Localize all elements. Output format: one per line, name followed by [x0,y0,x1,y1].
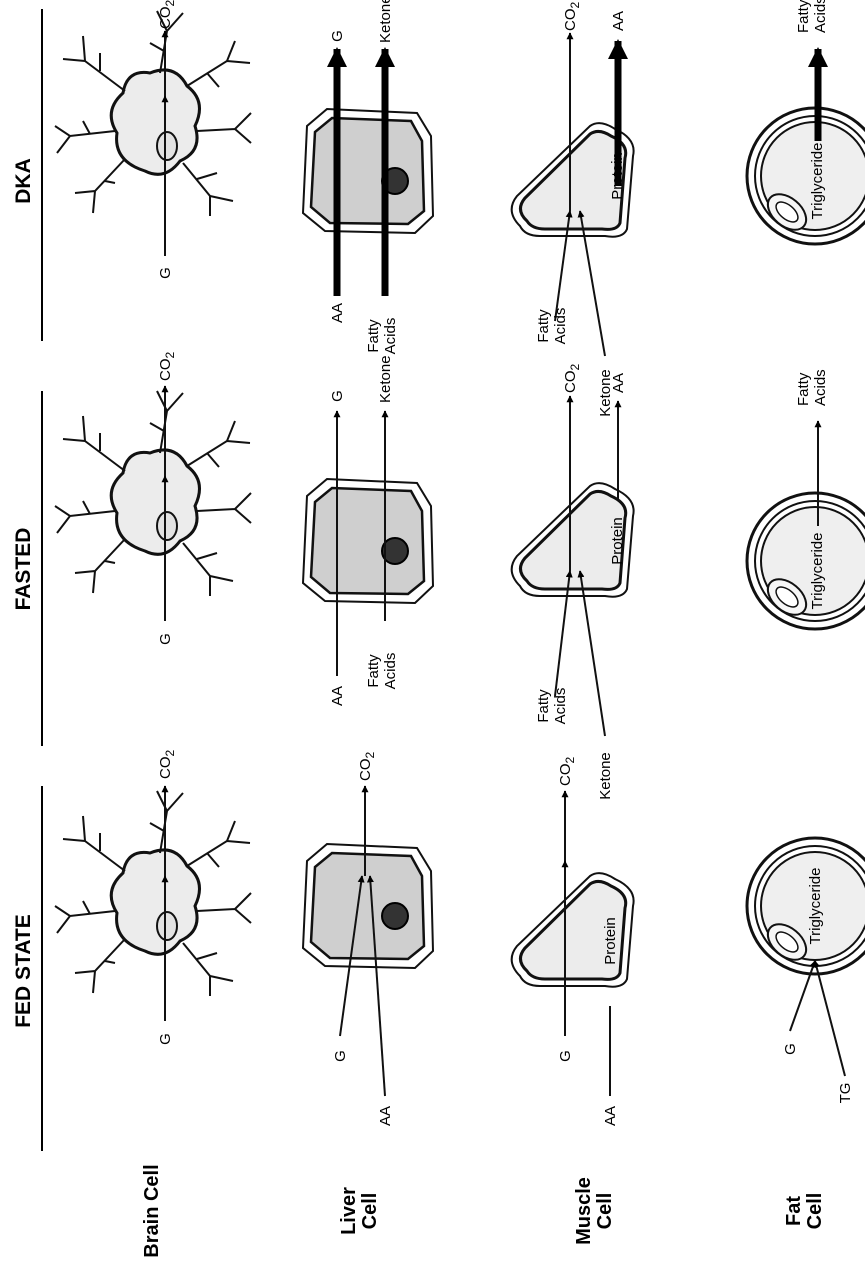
muscle-cell-fasted: Fatty Acids Ketone Protein CO2 AA [512,364,634,800]
muscle-cell-dka: Fatty Acids Ketone Protein CO2 AA [512,2,634,417]
brain-cell-fasted: G CO2 [55,352,251,645]
label-fatty: Fatty [365,319,382,353]
label-acids: Acids [812,0,829,33]
label-aa: AA [602,1106,619,1126]
liver-cell-fasted: AA G Fatty Acids Ketone [303,355,433,706]
label-fatty: Fatty [365,654,382,688]
brain-cell-dka: G CO2 [55,0,251,279]
label-co2: CO2 [557,757,577,787]
label-aa: AA [329,303,346,323]
label-fatty: Fatty [535,309,552,343]
label-co2: CO2 [157,750,177,780]
label-protein: Protein [609,517,626,565]
label-ketone: Ketone [377,0,394,43]
label-g: G [157,267,174,279]
row-label-brain: Brain Cell [141,1164,163,1257]
label-aa: AA [377,1106,394,1126]
liver-cell-fed: G AA CO2 [303,752,433,1127]
row-label-fat: Fat [783,1196,805,1226]
label-triglyceride: Triglyceride [807,868,824,945]
label-g: G [329,390,346,402]
label-aa: AA [610,11,627,31]
label-protein: Protein [602,917,619,965]
label-g: G [332,1050,349,1062]
label-acids: Acids [382,318,399,355]
label-tg: TG [837,1083,854,1104]
label-co2: CO2 [157,352,177,382]
label-ketone: Ketone [597,369,614,417]
fat-cell-fed: G TG Triglyceride [747,838,865,1103]
label-ketone: Ketone [597,752,614,800]
column-header-dka: DKA [12,158,35,204]
label-co2: CO2 [562,2,582,32]
column-header-fed: FED STATE [12,914,35,1028]
label-g: G [329,30,346,42]
label-g: G [157,633,174,645]
arrow-tg-in [815,961,845,1076]
label-acids: Acids [552,688,569,725]
label-g: G [157,1033,174,1045]
row-label-fat: Cell [804,1193,826,1230]
label-fatty: Fatty [535,689,552,723]
label-ketone: Ketone [377,355,394,403]
fat-cell-dka: Triglyceride Fatty Acids [747,0,865,244]
row-label-muscle: Cell [594,1193,616,1230]
label-triglyceride: Triglyceride [809,143,826,220]
column-header-fasted: FASTED [12,528,35,611]
label-fatty: Fatty [795,372,812,406]
label-acids: Acids [552,308,569,345]
label-co2: CO2 [562,364,582,394]
label-acids: Acids [812,369,829,406]
label-acids: Acids [382,653,399,690]
label-triglyceride: Triglyceride [809,533,826,610]
label-aa: AA [329,686,346,706]
brain-cell-fed: G CO2 [55,750,251,1045]
fat-cell-fasted: Triglyceride Fatty Acids [747,369,865,629]
row-label-liver: Liver [338,1187,360,1235]
label-g: G [782,1043,799,1055]
label-g: G [557,1050,574,1062]
label-co2: CO2 [357,752,377,782]
label-protein: Protein [609,152,626,200]
row-label-muscle: Muscle [573,1177,595,1245]
liver-cell-dka: AA G Fatty Acids Ketone [303,0,433,354]
muscle-cell-fed: G AA Protein CO2 [512,757,634,1127]
label-co2: CO2 [157,0,177,29]
label-fatty: Fatty [795,0,812,33]
row-label-liver: Cell [359,1193,381,1230]
